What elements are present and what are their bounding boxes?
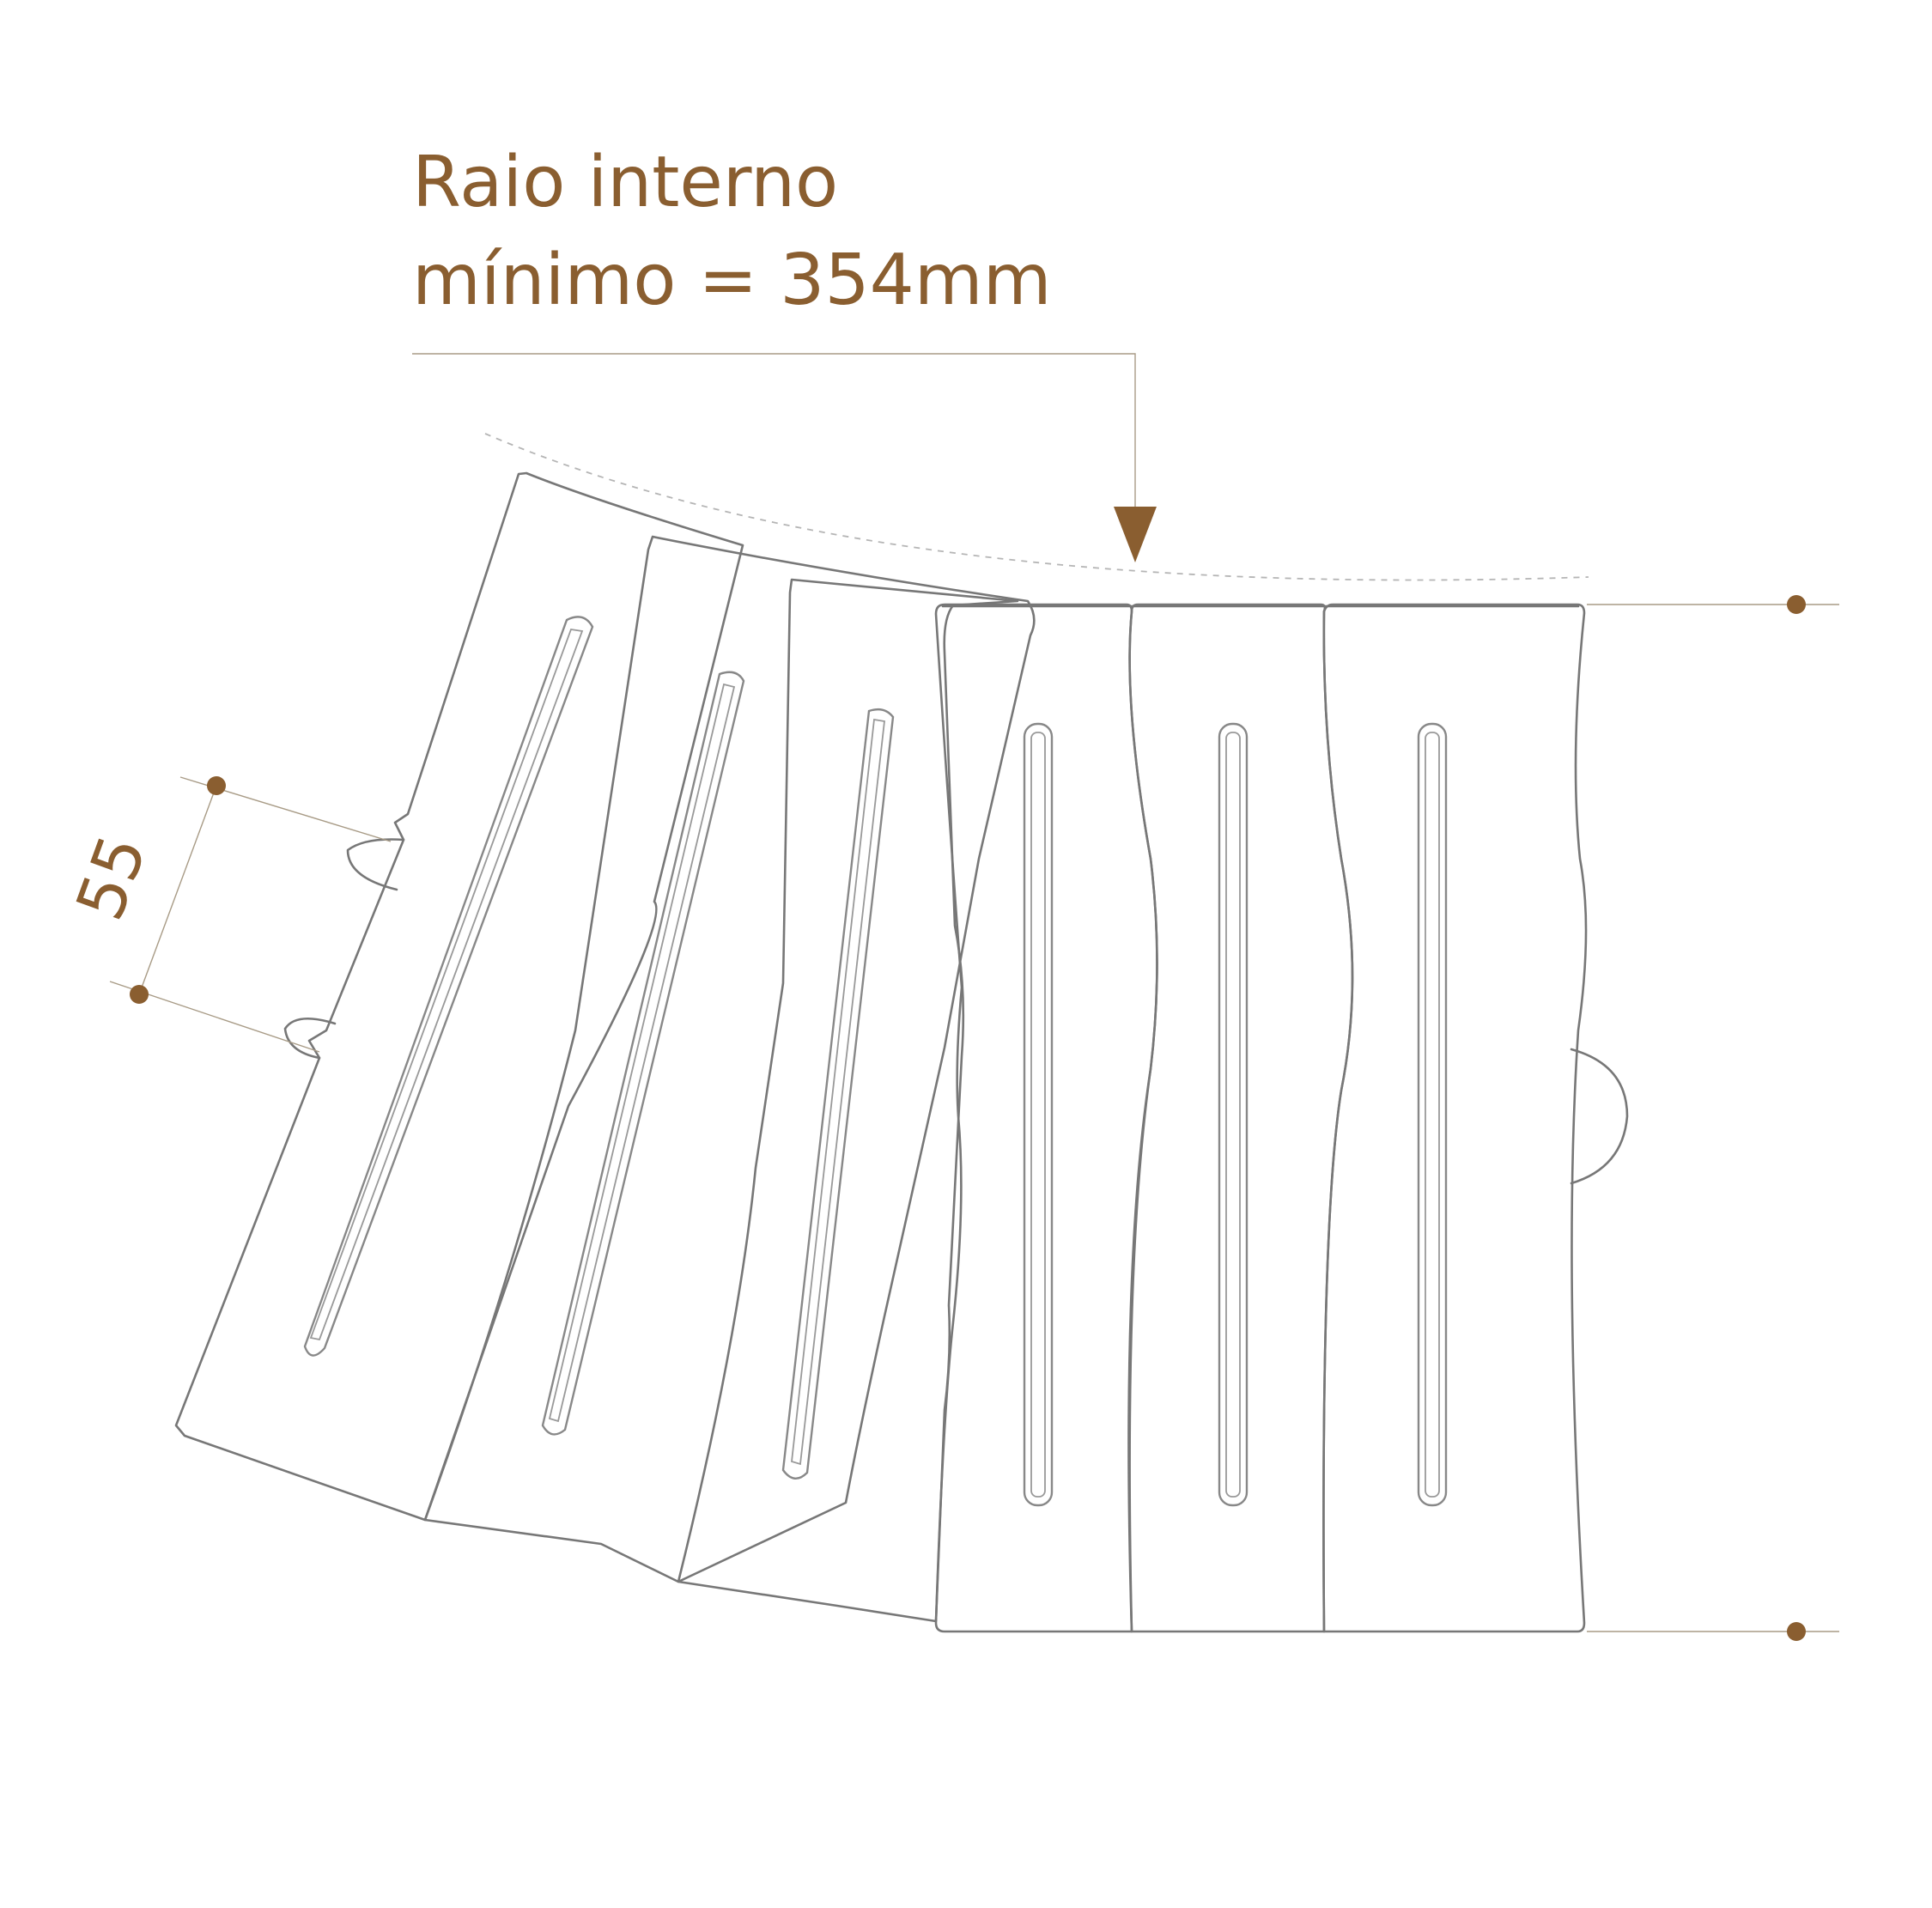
straight-segment-1 bbox=[934, 603, 1158, 1633]
angled-segment-2 bbox=[423, 535, 1036, 1583]
segment-1-tab-lower bbox=[283, 1017, 337, 1060]
straight-segment-2 bbox=[1128, 603, 1354, 1633]
segment-1-slot-inner bbox=[309, 628, 584, 1341]
inner-radius-arc bbox=[484, 433, 1589, 581]
segment-2-slot bbox=[541, 671, 745, 1436]
bottom-extension-point bbox=[1787, 1622, 1806, 1641]
dimension-point-upper bbox=[207, 776, 226, 795]
straight-segment-2-slot-inner bbox=[1225, 732, 1241, 1498]
angled-segment-3 bbox=[677, 578, 1019, 1623]
straight-segment-3-slot-inner bbox=[1425, 732, 1440, 1498]
dimension-point-lower bbox=[130, 985, 149, 1004]
radius-annotation-line-2: mínimo = 354mm bbox=[412, 240, 1052, 321]
segment-3-slot bbox=[781, 708, 895, 1480]
straight-segment-3 bbox=[1322, 603, 1588, 1633]
straight-segment-1-slot-inner bbox=[1030, 732, 1046, 1498]
angled-segment-1 bbox=[174, 471, 744, 1522]
segment-2-slot-inner bbox=[548, 683, 736, 1423]
straight-segment-1-slot bbox=[1023, 722, 1054, 1507]
dimension-line bbox=[138, 785, 217, 995]
segment-3-slot-inner bbox=[791, 718, 885, 1466]
radius-leader-line bbox=[412, 353, 1136, 508]
top-extension-point bbox=[1787, 595, 1806, 614]
radius-arrow-head bbox=[1114, 507, 1157, 562]
segment-1-slot bbox=[303, 616, 594, 1357]
radius-annotation-line-1: Raio interno bbox=[412, 142, 839, 223]
straight-segment-2-slot bbox=[1218, 722, 1249, 1507]
straight-segment-3-slot bbox=[1417, 722, 1448, 1507]
segment-1-tab-upper bbox=[346, 838, 405, 891]
right-connector-tab bbox=[1570, 1048, 1629, 1185]
